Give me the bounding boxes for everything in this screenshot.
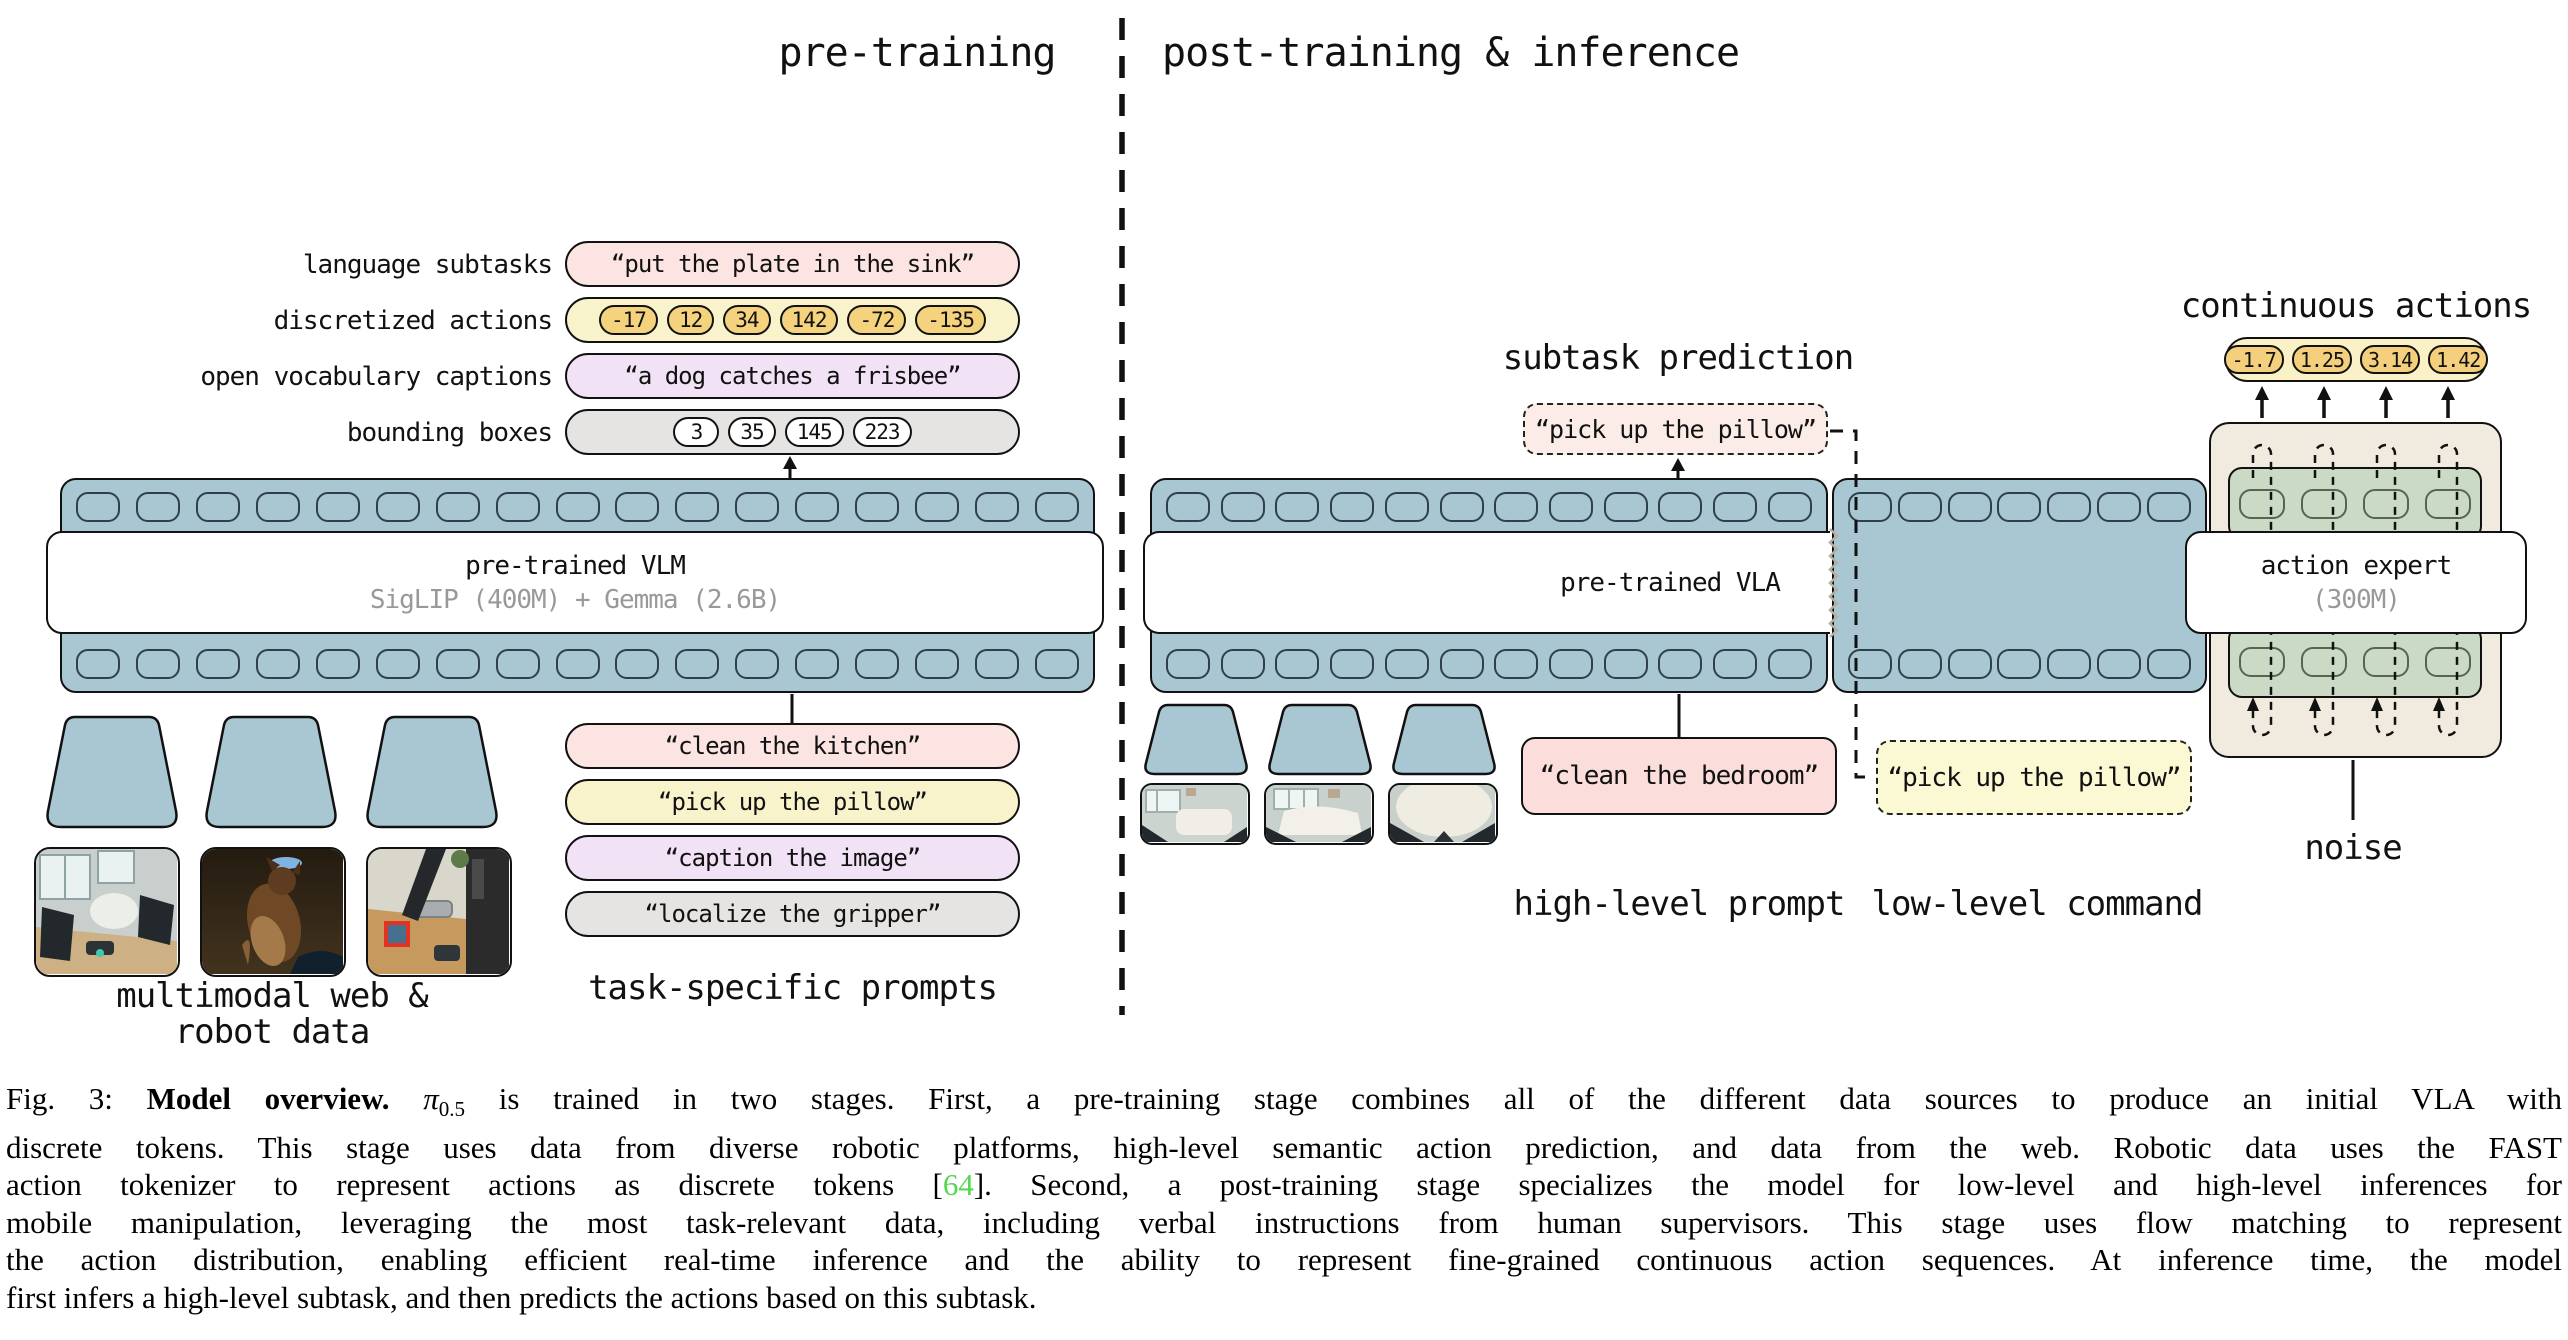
low-level-command-label: low-level command — [1871, 884, 2204, 924]
image-encoder-trapezoid-3 — [366, 715, 498, 829]
vlm-output-token-row — [76, 649, 1079, 679]
vla-image-encoder-trapezoid-3 — [1392, 703, 1496, 776]
vla-extension-input-token-row — [1848, 492, 2191, 522]
action-expert-box: action expert (300M) — [2185, 531, 2527, 634]
label-language-subtasks: language subtasks — [302, 250, 553, 280]
vla-image-encoder-trapezoid-2 — [1268, 703, 1372, 776]
web-data-image-robot-room — [34, 847, 180, 977]
label-discretized-actions: discretized actions — [273, 306, 553, 336]
vla-title: pre-trained VLA — [1560, 567, 1781, 598]
task-specific-prompts-label: task-specific prompts — [588, 968, 998, 1008]
label-bounding-boxes: bounding boxes — [346, 418, 553, 448]
robot-observation-image-1 — [1140, 783, 1250, 845]
vla-token-strip-extension — [1832, 478, 2207, 693]
vlm-title: pre-trained VLM — [465, 550, 686, 581]
caption-pill: “a dog catches a frisbee” — [565, 353, 1020, 399]
prompt-caption-image: “caption the image” — [565, 835, 1020, 881]
prompt-localize-gripper: “localize the gripper” — [565, 891, 1020, 937]
prompt-pick-up-pillow: “pick up the pillow” — [565, 779, 1020, 825]
subtask-prediction-label: subtask prediction — [1502, 338, 1854, 378]
vla-extension-output-token-row — [1848, 649, 2191, 679]
pretrained-vla-box — [1143, 531, 1830, 634]
image-encoder-trapezoid-2 — [205, 715, 337, 829]
subtask-prediction-box: “pick up the pillow” — [1523, 403, 1828, 455]
label-open-vocabulary-captions: open vocabulary captions — [200, 362, 553, 392]
figure-caption: Fig. 3: Model overview. π0.5 is trained … — [6, 1081, 2562, 1315]
continuous-actions-label: continuous actions — [2180, 286, 2532, 326]
low-level-command-box: “pick up the pillow” — [1876, 740, 2192, 815]
high-level-prompt-label: high-level prompt — [1513, 884, 1846, 924]
vla-input-token-row — [1166, 492, 1812, 522]
robot-observation-image-3 — [1388, 783, 1498, 845]
prompt-clean-kitchen: “clean the kitchen” — [565, 723, 1020, 769]
language-subtask-pill: “put the plate in the sink” — [565, 241, 1020, 287]
web-robot-data-label: multimodal web & robot data — [116, 976, 429, 1052]
high-level-prompt-box: “clean the bedroom” — [1521, 737, 1837, 815]
vla-image-encoder-trapezoid-1 — [1144, 703, 1248, 776]
vla-output-token-row — [1166, 649, 1812, 679]
pretraining-header: pre-training — [778, 30, 1057, 76]
web-data-image-dog-frisbee — [200, 847, 346, 977]
action-expert-output-tokens — [2228, 625, 2482, 698]
action-expert-title: action expert — [2260, 550, 2452, 581]
action-expert-subtitle: (300M) — [2312, 584, 2401, 615]
action-expert-input-tokens — [2228, 467, 2482, 540]
web-data-image-kitchen-robot — [366, 847, 512, 977]
vlm-subtitle: SigLIP (400M) + Gemma (2.6B) — [369, 584, 781, 615]
posttraining-header: post-training & inference — [1162, 30, 1740, 76]
pretrained-vlm-box: pre-trained VLM SigLIP (400M) + Gemma (2… — [46, 531, 1104, 634]
robot-observation-image-2 — [1264, 783, 1374, 845]
image-encoder-trapezoid-1 — [46, 715, 178, 829]
vlm-input-token-row — [76, 492, 1079, 522]
noise-label: noise — [2304, 828, 2402, 868]
